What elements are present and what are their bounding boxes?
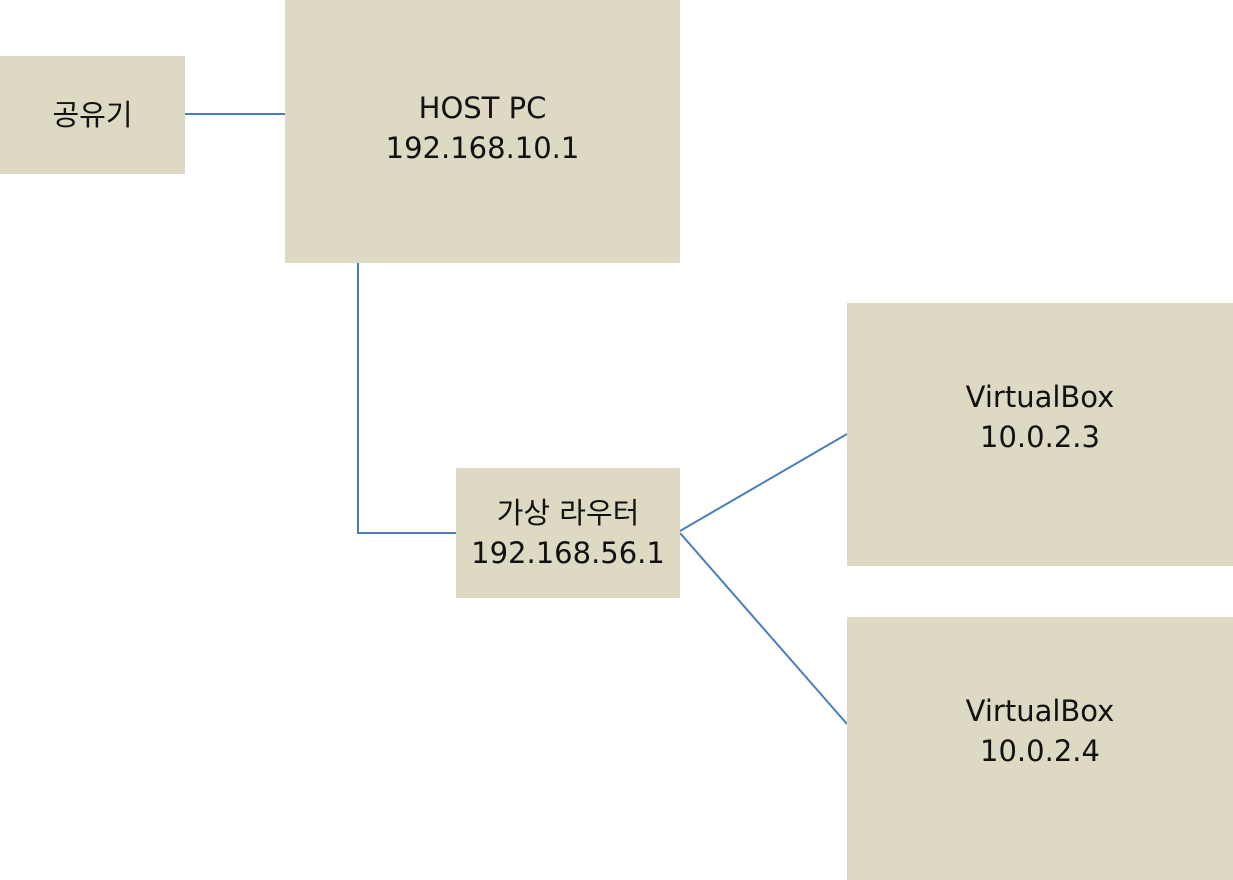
- node-virtualbox-2-label: VirtualBox: [965, 693, 1115, 728]
- node-router-label: 공유기: [52, 98, 133, 132]
- node-virtual-router-label: 가상 라우터: [496, 496, 640, 530]
- node-virtualbox-1: VirtualBox 10.0.2.3: [847, 303, 1233, 566]
- node-virtualbox-1-label: VirtualBox: [965, 379, 1115, 414]
- node-virtual-router-ip: 192.168.56.1: [471, 536, 665, 570]
- connector-virtual-router-to-vbox-1: [679, 433, 848, 532]
- node-host-pc-ip: 192.168.10.1: [385, 130, 580, 165]
- connector-virtual-router-to-vbox-2: [679, 532, 848, 725]
- node-virtualbox-2: VirtualBox 10.0.2.4: [847, 617, 1233, 880]
- node-virtual-router: 가상 라우터 192.168.56.1: [456, 468, 680, 598]
- connector-host-to-virtual-router: [357, 263, 456, 534]
- node-router: 공유기: [0, 56, 185, 174]
- node-host-pc-label: HOST PC: [418, 90, 547, 125]
- node-virtualbox-2-ip: 10.0.2.4: [980, 733, 1100, 768]
- node-virtualbox-1-ip: 10.0.2.3: [980, 419, 1100, 454]
- node-host-pc: HOST PC 192.168.10.1: [285, 0, 680, 263]
